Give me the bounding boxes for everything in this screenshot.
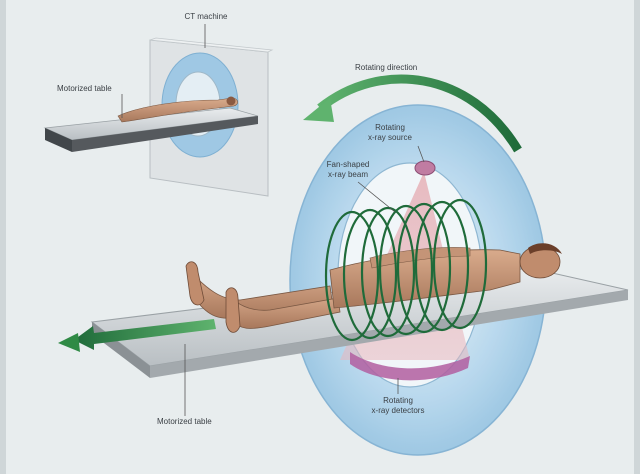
label-motorized-table-large: Motorized table (157, 417, 212, 426)
curved-arrow-icon (317, 74, 522, 153)
table-side-edge (150, 290, 628, 378)
helix-loop-5 (396, 202, 452, 334)
label-rotating-detectors-line2: x-ray detectors (371, 406, 425, 415)
patient-hair (528, 243, 562, 254)
rotation-arrow (303, 74, 522, 153)
patient-foot-left (185, 261, 205, 306)
label-rotating-source-line2: x-ray source (367, 133, 412, 142)
label-rotating-source-line1: Rotating (375, 123, 405, 132)
inset-patient-head (226, 96, 236, 106)
inset-table-side-front (45, 128, 72, 152)
xray-source (414, 160, 436, 176)
label-motorized-table-small: Motorized table (57, 84, 112, 93)
helix-loop-3 (360, 206, 416, 338)
inset-table-side (72, 116, 258, 152)
xray-detectors (350, 352, 470, 381)
patient-foot-right (225, 287, 241, 333)
leader-rotating-source (417, 145, 425, 163)
label-rotating-detectors-line1: Rotating (383, 396, 413, 405)
label-fan-beam-line1: Fan-shaped (326, 160, 370, 169)
helix-loop-7 (432, 198, 488, 330)
straight-arrow-head (58, 333, 80, 352)
straight-arrow-icon (74, 319, 216, 350)
helix-loop-4 (378, 204, 434, 336)
label-rotating-direction: Rotating direction (355, 63, 418, 72)
helix-loop-2 (342, 208, 398, 340)
inset-gantry-top (149, 37, 274, 53)
frame-edge-right (634, 0, 640, 474)
curved-arrow-head (303, 98, 334, 122)
inset-patient (117, 97, 238, 123)
leader-lines (184, 145, 425, 416)
helical-scan-path (324, 198, 488, 342)
label-ct-machine: CT machine (184, 12, 228, 21)
label-fan-beam-line2: x-ray beam (327, 170, 368, 179)
frame-edge-left (0, 0, 6, 474)
helix-loop-1 (324, 210, 380, 342)
inset-ct-machine (43, 24, 274, 197)
helix-loop-6 (414, 200, 470, 332)
leader-fan-beam (357, 181, 396, 213)
table-arrow (58, 319, 216, 352)
